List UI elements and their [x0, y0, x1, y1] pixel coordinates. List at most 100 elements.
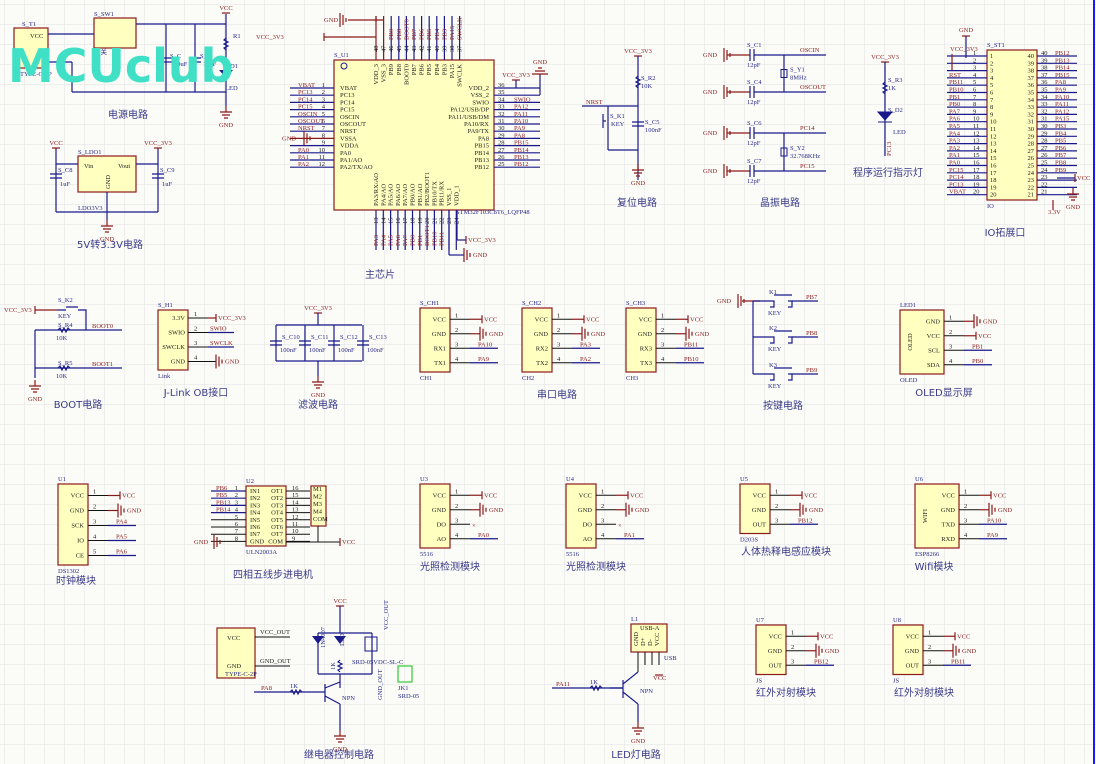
- type-c-connector[interactable]: [13, 27, 49, 69]
- pin-number: 1: [601, 488, 604, 495]
- clock-module-body[interactable]: [57, 483, 89, 566]
- pin-name: OT4: [271, 510, 284, 517]
- pin-number: 18: [410, 218, 417, 225]
- value: 12pF: [747, 178, 761, 185]
- designator: S_LDO1: [78, 149, 101, 156]
- net-label: PB9: [806, 367, 817, 374]
- pin-number: 6: [235, 521, 239, 528]
- pin-name: 3.3V: [172, 315, 185, 322]
- section-title: 程序运行指示灯: [853, 166, 923, 179]
- section-title: OLED显示屏: [915, 387, 972, 399]
- pin-number: 9: [292, 535, 295, 542]
- wifi-module-body[interactable]: [914, 483, 960, 549]
- light-sensor-2-body[interactable]: [565, 483, 597, 549]
- pin-name: CE: [76, 553, 84, 560]
- net-label-gnd: GND: [100, 236, 114, 243]
- pin-number: 4: [235, 507, 239, 514]
- designator: JK1: [398, 685, 408, 692]
- pin-name: IN2: [250, 495, 260, 502]
- pir-sensor-body[interactable]: [739, 483, 771, 535]
- pin-index: 40: [1028, 53, 1035, 60]
- ir-module-2-body[interactable]: [892, 624, 924, 676]
- pin-index: 27: [1028, 148, 1035, 155]
- led-label: LED: [339, 633, 346, 646]
- pin-name: GND: [105, 175, 112, 189]
- net-label: SWIO: [210, 326, 227, 333]
- boot-circuit: VCC_3V3S_K2KEYS_R410KBOOT0S_R510KBOOT1GN…: [4, 297, 122, 403]
- net-label-power: VCC_3V3: [304, 305, 332, 312]
- net-label: PB4: [1055, 130, 1067, 137]
- ground-icon: [479, 326, 487, 341]
- pin-number: 2: [949, 329, 952, 336]
- pin-name: PB2/BOOT1: [424, 172, 431, 206]
- ground-icon: [215, 354, 223, 369]
- switch-body[interactable]: [93, 17, 137, 49]
- designator: S_ST1: [987, 42, 1005, 49]
- pin-index: 19: [990, 184, 997, 191]
- net-label-gnd: GND: [1066, 204, 1080, 211]
- net-label-power: VCC: [804, 492, 817, 499]
- net-label: PA9: [1055, 87, 1066, 94]
- part-name: TYPE-C-2P: [20, 71, 52, 78]
- type-c-connector[interactable]: [216, 627, 256, 679]
- gnd-out-label: GND_OUT: [377, 669, 384, 700]
- net-label: PA0: [298, 147, 309, 154]
- uart-module-3-body[interactable]: [625, 307, 657, 373]
- relay-terminal[interactable]: [397, 665, 413, 683]
- pin-number: 2: [93, 504, 96, 511]
- pin-number: 31: [498, 118, 505, 125]
- oled-display-body[interactable]: [899, 309, 945, 375]
- value: 100nF: [338, 347, 355, 354]
- pin-number: 5: [322, 111, 325, 118]
- pin-name: RX3: [640, 345, 652, 352]
- pin-number: 2: [928, 644, 931, 651]
- usb-a-connector[interactable]: [630, 623, 668, 653]
- stepper-motor-driver: U2ULN2003AIN11PB6IN22PB5IN33PB13IN44PB14…: [194, 478, 355, 556]
- pin-number: 11: [973, 123, 979, 130]
- designator: U8: [893, 617, 901, 624]
- relay-coil-icon: [364, 636, 378, 652]
- header-body[interactable]: [986, 49, 1038, 201]
- crystal-icon: [780, 147, 788, 157]
- pin-number: 19: [417, 218, 424, 225]
- pin-name: VCC: [927, 333, 940, 340]
- light-sensor-1-body[interactable]: [419, 483, 451, 549]
- mcu-body[interactable]: [333, 59, 495, 211]
- pin-number: 27: [1041, 145, 1048, 152]
- value: LED: [225, 85, 238, 92]
- pin-index: 37: [1028, 75, 1035, 82]
- pin-number: 14: [973, 145, 980, 152]
- pin-name: VCC: [639, 316, 652, 323]
- jlink-body[interactable]: [157, 309, 189, 371]
- pin-number: 16: [292, 485, 299, 492]
- inner-label: WIFI: [922, 509, 929, 523]
- inner-label: OLED: [907, 333, 914, 351]
- pin-number: 33: [1041, 101, 1048, 108]
- pin-name: PA0: [340, 150, 351, 157]
- pin-number: 1: [964, 488, 967, 495]
- ground-icon: [303, 131, 311, 146]
- section-title: 时钟模块: [56, 574, 96, 587]
- uln2003-body[interactable]: [245, 485, 287, 547]
- net-label: PA1: [298, 154, 309, 161]
- pin-index: 20: [990, 192, 997, 199]
- section-title: 光照检测模块: [420, 560, 480, 573]
- pin-name: VCC: [433, 316, 446, 323]
- ir-module-1-body[interactable]: [755, 624, 787, 676]
- pin-number: 40: [434, 46, 441, 53]
- io-expansion-header: S_ST1IO11223344RST55PB1166PB1077PB188PB0…: [947, 27, 1090, 216]
- net-label: PA6: [116, 549, 128, 556]
- ground-icon: [988, 502, 996, 517]
- uart-module-2-body[interactable]: [521, 307, 553, 373]
- uart-module-1-body[interactable]: [419, 307, 451, 373]
- net-label-gnd: GND: [717, 298, 731, 305]
- net-label: OSCIN: [298, 111, 318, 118]
- section-title: OLED显示屏: [915, 387, 972, 399]
- net-label: PB15: [514, 140, 528, 147]
- net-label: PB10: [684, 356, 698, 363]
